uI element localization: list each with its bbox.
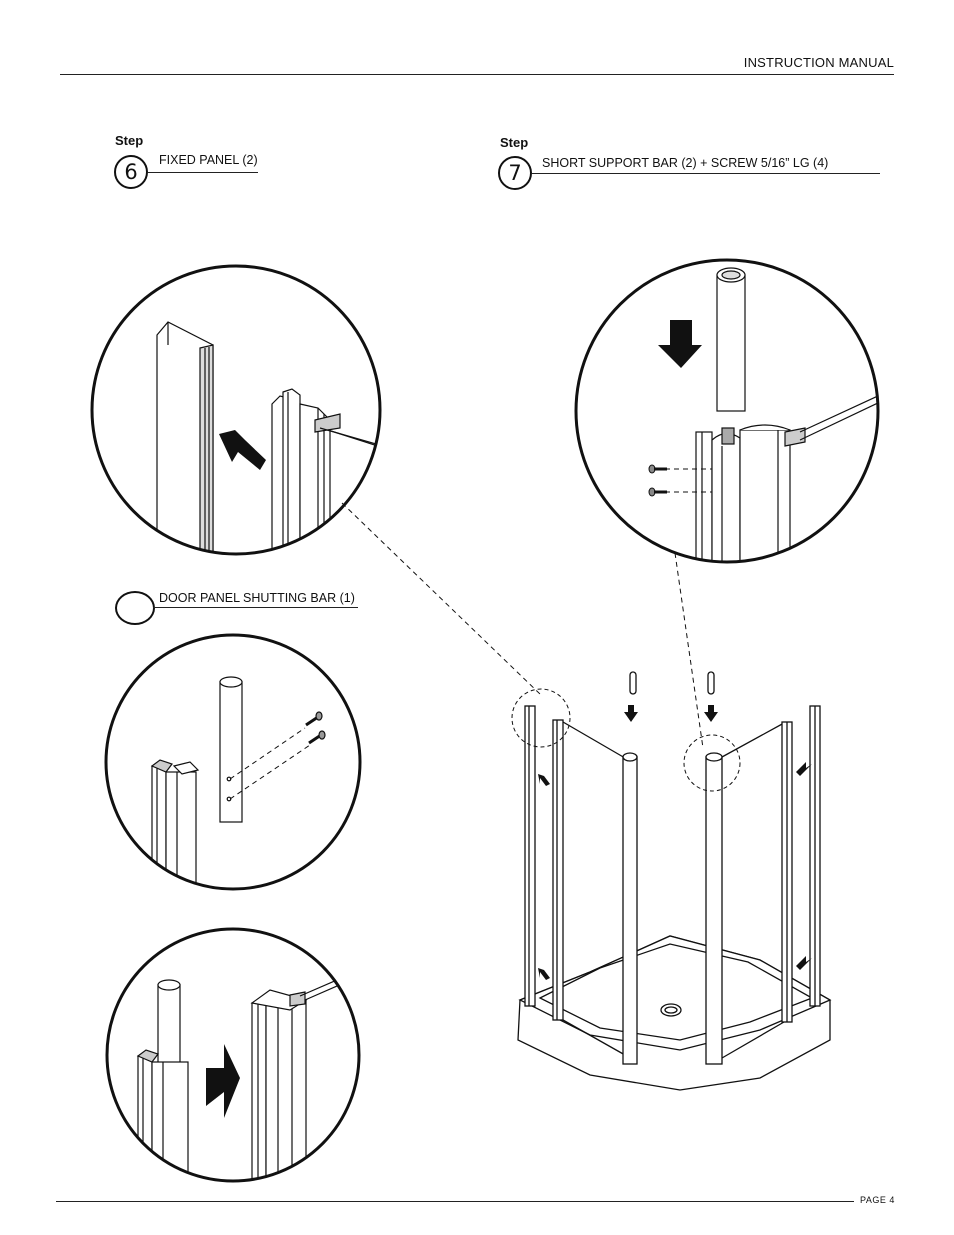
page-number: PAGE 4 <box>860 1195 895 1205</box>
sub-step-badge <box>115 591 155 625</box>
screw-icon <box>305 711 326 745</box>
arrow-right-icon <box>206 1044 240 1118</box>
step-6-caption-rule <box>148 172 258 173</box>
detail-circle-support-bar <box>574 258 880 564</box>
sub-step-caption-rule <box>153 607 358 608</box>
step-6-number-badge: 6 <box>114 155 148 189</box>
detail-circle-shutting-bar <box>104 633 362 891</box>
arrow-down-icon <box>658 320 702 368</box>
detail-circle-insert <box>105 927 361 1183</box>
step-6-label: Step <box>115 133 144 148</box>
step-7-label: Step <box>500 135 529 150</box>
detail-circle-fixed-panel <box>90 264 382 556</box>
step-7-caption-rule <box>532 173 880 174</box>
step-6-caption: FIXED PANEL (2) <box>159 153 258 167</box>
shower-assembly <box>517 671 832 1091</box>
assembly-arrows <box>538 705 812 980</box>
footer-divider <box>56 1201 854 1202</box>
arrow-up-left-icon <box>219 430 266 470</box>
leader-lines <box>341 502 704 749</box>
document-header-title: INSTRUCTION MANUAL <box>743 55 894 70</box>
step-7-number-badge: 7 <box>498 156 532 190</box>
header-divider <box>60 74 894 75</box>
step-7-caption: SHORT SUPPORT BAR (2) + SCREW 5/16” LG (… <box>542 156 829 170</box>
sub-step-caption: DOOR PANEL SHUTTING BAR (1) <box>159 591 355 605</box>
